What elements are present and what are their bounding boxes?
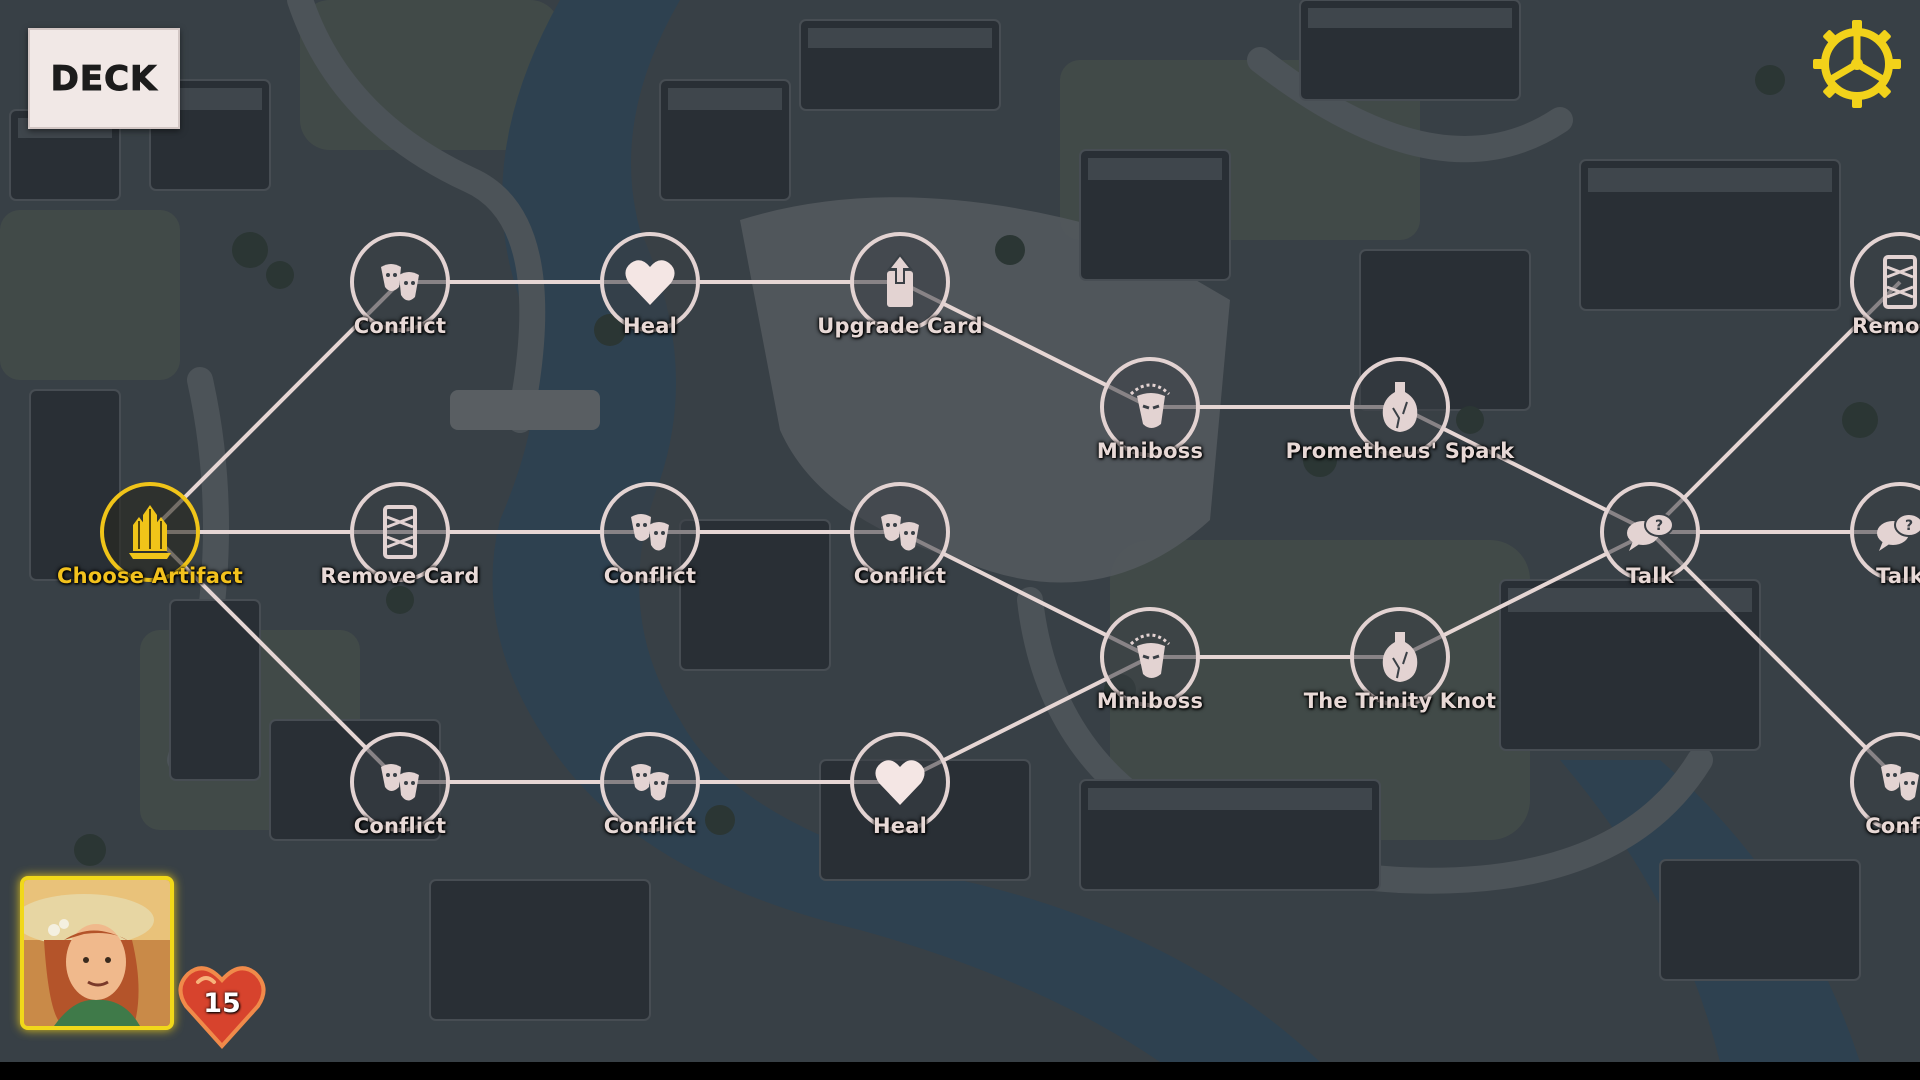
health-indicator: 15 <box>178 960 266 1050</box>
masks-icon <box>381 264 419 301</box>
heroine-portrait <box>24 880 170 1026</box>
node-label: Heal <box>873 814 927 838</box>
vase-icon <box>1382 382 1418 432</box>
node-remove-card-1[interactable]: Remove Card <box>320 482 479 588</box>
node-label: Conflict <box>603 564 697 588</box>
masks-icon <box>631 514 669 551</box>
node-conflict-5[interactable]: Conflict <box>600 732 700 838</box>
node-label: Miniboss <box>1096 439 1204 463</box>
node-label: Heal <box>623 314 677 338</box>
node-label: Talk <box>1626 564 1674 588</box>
node-prometheus-spark[interactable]: Prometheus' Spark <box>1286 357 1514 463</box>
node-label: Conflict <box>853 564 947 588</box>
torn-card-icon <box>1883 255 1917 309</box>
player-portrait[interactable] <box>20 876 174 1030</box>
deck-button[interactable]: DECK <box>28 28 180 129</box>
node-label: Upgrade Card <box>817 314 983 338</box>
bottom-letterbox <box>0 1062 1920 1080</box>
node-conflict-2[interactable]: Conflict <box>350 732 450 838</box>
node-label: Remove <box>1852 314 1920 338</box>
deck-button-label: DECK <box>50 58 158 99</box>
node-upgrade-card[interactable]: Upgrade Card <box>817 232 983 338</box>
node-talk-2[interactable]: ? Talk <box>1850 482 1920 588</box>
upgrade-card-icon <box>886 253 914 307</box>
node-talk-1[interactable]: ? Talk <box>1600 482 1700 588</box>
miniboss-face-icon <box>1129 383 1171 428</box>
torn-card-icon <box>383 505 417 559</box>
node-label: Conflict <box>353 814 447 838</box>
node-conflict-4[interactable]: Conflict <box>850 482 950 588</box>
node-choose-artifact[interactable]: Choose Artifact <box>57 482 243 588</box>
node-label: Choose Artifact <box>57 564 243 588</box>
node-miniboss-2[interactable]: Miniboss <box>1097 607 1203 713</box>
masks-icon <box>631 764 669 801</box>
node-conflict-3[interactable]: Conflict <box>600 482 700 588</box>
node-label: Miniboss <box>1096 689 1204 713</box>
heart-icon <box>875 760 925 805</box>
gear-icon <box>1813 20 1901 108</box>
vase-icon <box>1382 632 1418 682</box>
health-value: 15 <box>203 988 241 1019</box>
svg-text:?: ? <box>1655 518 1663 534</box>
masks-icon <box>881 514 919 551</box>
node-label: Talk <box>1876 564 1920 588</box>
node-label: Conflict <box>603 814 697 838</box>
settings-button[interactable] <box>1811 18 1903 110</box>
node-miniboss-1[interactable]: Miniboss <box>1097 357 1203 463</box>
node-heal-2[interactable]: Heal <box>850 732 950 838</box>
node-label: Confli <box>1865 814 1920 838</box>
svg-text:?: ? <box>1905 518 1913 534</box>
node-remove-card-2[interactable]: Remove <box>1850 232 1920 338</box>
masks-icon <box>1881 764 1919 801</box>
node-label: Prometheus' Spark <box>1285 439 1515 463</box>
crystal-icon <box>129 505 171 559</box>
heart-icon <box>178 966 266 1049</box>
node-label: Conflict <box>353 314 447 338</box>
node-label: Remove Card <box>320 564 480 588</box>
miniboss-face-icon <box>1129 633 1171 678</box>
masks-icon <box>381 764 419 801</box>
node-label: The Trinity Knot <box>1303 689 1497 713</box>
node-conflict-1[interactable]: Conflict <box>350 232 450 338</box>
node-trinity-knot[interactable]: The Trinity Knot <box>1304 607 1496 713</box>
speech-bubbles-icon: ? <box>1627 513 1674 551</box>
node-heal-1[interactable]: Heal <box>600 232 700 338</box>
heart-icon <box>625 260 675 305</box>
speech-bubbles-icon: ? <box>1877 513 1920 551</box>
